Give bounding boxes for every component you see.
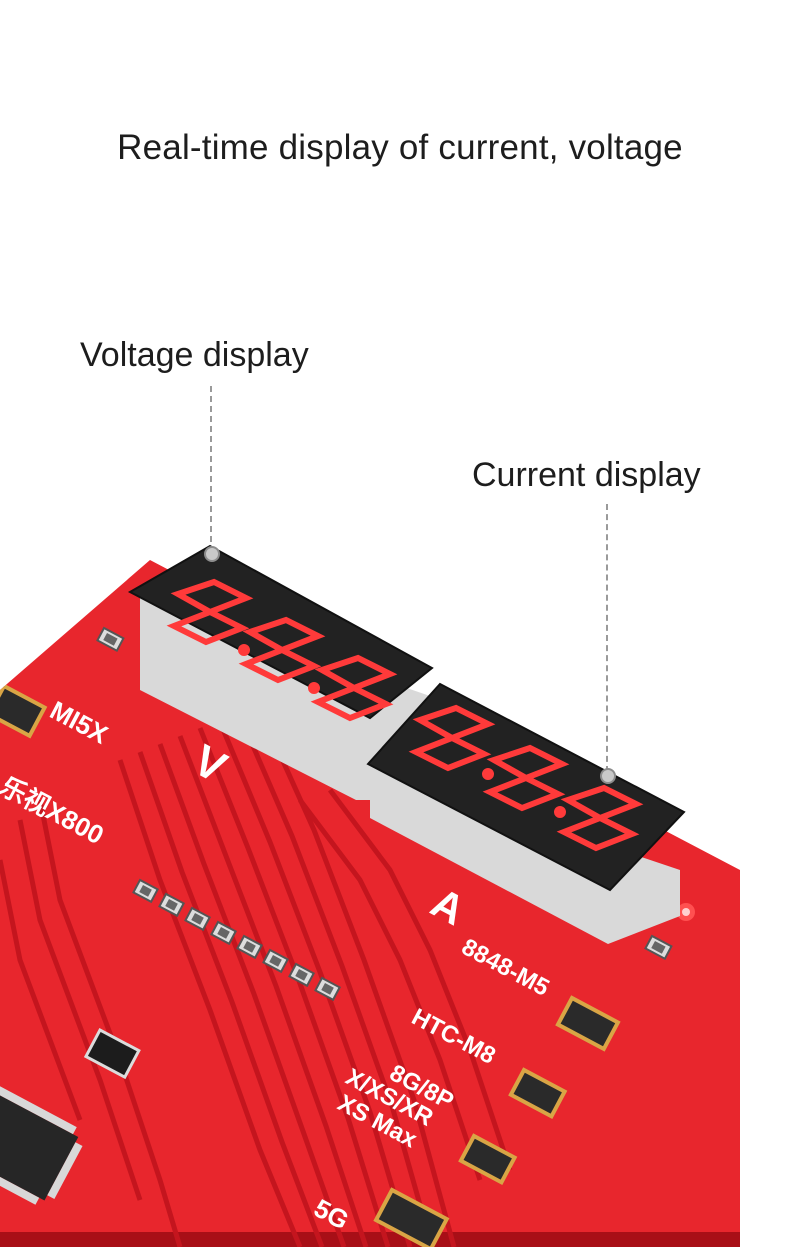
current-display-callout: Current display bbox=[472, 456, 701, 494]
voltage-leader-line bbox=[210, 386, 212, 552]
battery-connectors bbox=[0, 683, 621, 1247]
current-leader-line bbox=[606, 504, 608, 772]
headline: Real-time display of current, voltage bbox=[117, 128, 683, 167]
voltage-seven-segment-display bbox=[127, 544, 434, 800]
voltage-callout-dot bbox=[204, 546, 220, 562]
small-ic-chip bbox=[83, 1027, 141, 1080]
current-digits bbox=[408, 704, 644, 852]
resistor-array bbox=[96, 626, 673, 1002]
status-led bbox=[677, 903, 695, 921]
pcb-traces bbox=[0, 708, 513, 1247]
voltage-digits bbox=[166, 578, 398, 722]
microcontroller-chip bbox=[0, 1085, 83, 1205]
voltage-display-callout: Voltage display bbox=[80, 336, 309, 374]
current-seven-segment-display bbox=[366, 682, 686, 944]
current-callout-dot bbox=[600, 768, 616, 784]
